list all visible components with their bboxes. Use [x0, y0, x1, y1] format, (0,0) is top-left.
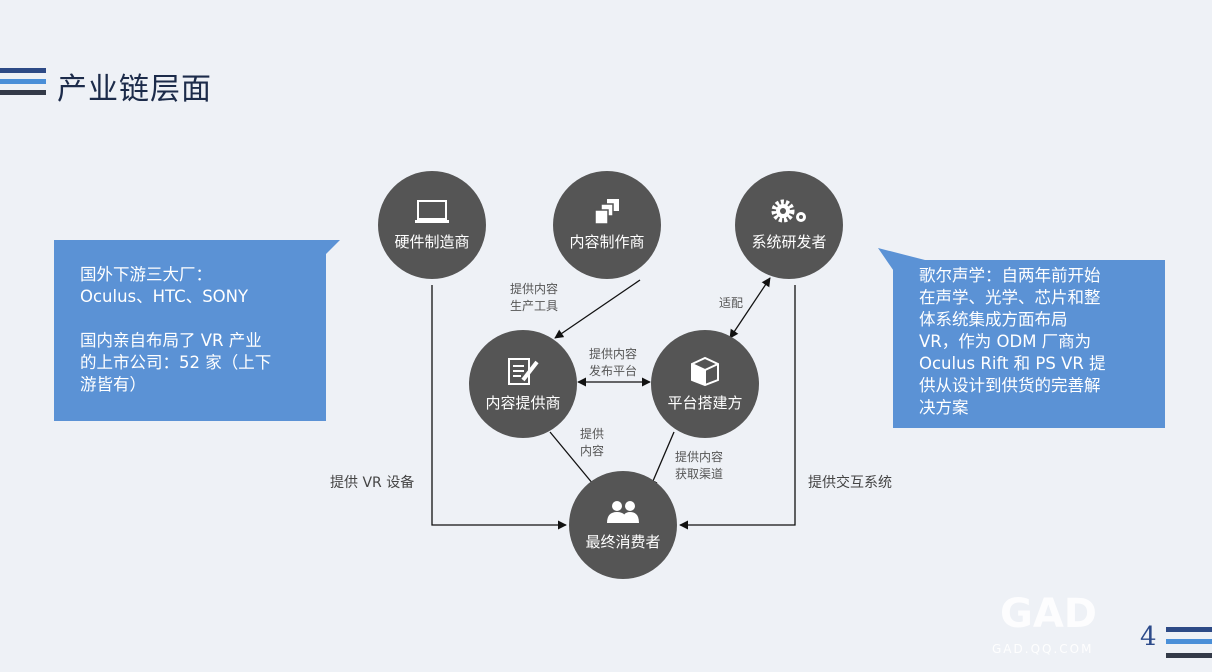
- footer-bars-icon: [1166, 625, 1212, 665]
- label-line: 提供内容: [675, 450, 724, 464]
- box-line: 在声学、光学、芯片和整: [919, 288, 1101, 307]
- node-label: 内容提供商: [485, 393, 561, 412]
- label-line: 获取渠道: [675, 467, 724, 481]
- watermark-logo: GAD: [1000, 591, 1097, 637]
- users-icon: [607, 500, 639, 523]
- node-label: 平台搭建方: [667, 393, 743, 412]
- box-line: 国外下游三大厂：: [80, 265, 212, 284]
- page-title: 产业链层面: [57, 72, 212, 107]
- watermark-url: GAD.QQ.COM: [992, 642, 1094, 656]
- edge-label-adapt: 适配: [719, 296, 744, 310]
- edge-label-vr-device: 提供 VR 设备: [330, 475, 415, 491]
- edge-label-provide: 提供内容: [580, 426, 604, 460]
- label-line: 提供内容: [589, 347, 638, 361]
- title-bars-icon: [0, 66, 46, 96]
- label-line: 生产工具: [510, 299, 559, 313]
- edge-label-channel: 提供内容获取渠道: [675, 449, 723, 483]
- node-label: 最终消费者: [585, 532, 661, 551]
- edge-label-publish: 提供内容发布平台: [589, 346, 637, 380]
- edge-provide: [549, 431, 599, 491]
- box-line: 歌尔声学：自两年前开始: [919, 266, 1101, 285]
- box-line: 国内亲自布局了 VR 产业: [80, 331, 262, 350]
- box-line: 决方案: [919, 398, 969, 417]
- edge-label-interaction: 提供交互系统: [808, 475, 892, 491]
- page-number: 4: [1140, 622, 1157, 652]
- box-line: Oculus、HTC、SONY: [80, 287, 249, 306]
- label-line: 提供: [580, 427, 605, 441]
- edge-tools: [554, 279, 641, 339]
- box-icon: [691, 356, 719, 386]
- notepad-pencil-icon: [508, 357, 539, 385]
- node-label: 硬件制造商: [394, 232, 470, 251]
- label-line: 提供内容: [510, 282, 559, 296]
- edge-channel: [649, 431, 675, 489]
- edge-label-tools: 提供内容生产工具: [510, 281, 558, 315]
- edge-adapt: [729, 277, 771, 339]
- edge-vr-device: [431, 285, 567, 530]
- node-content-provider: 内容提供商: [469, 330, 577, 438]
- label-line: 内容: [580, 444, 605, 458]
- node-label: 内容制作商: [569, 232, 645, 251]
- node-platform: 平台搭建方: [651, 330, 759, 438]
- box-line: Oculus Rift 和 PS VR 提: [919, 354, 1106, 373]
- edge-interaction: [679, 285, 796, 530]
- box-line: 体系统集成方面布局: [919, 310, 1068, 329]
- node-hardware: 硬件制造商: [378, 171, 486, 279]
- box-line: VR，作为 ODM 厂商为: [919, 332, 1092, 351]
- node-label: 系统研发者: [751, 232, 827, 251]
- right-info-box: 歌尔声学：自两年前开始 在声学、光学、芯片和整 体系统集成方面布局 VR，作为 …: [893, 260, 1165, 428]
- left-info-box: 国外下游三大厂： Oculus、HTC、SONY 国内亲自布局了 VR 产业 的…: [54, 240, 326, 421]
- box-line: 供从设计到供货的完善解: [919, 376, 1101, 395]
- stacked-pages-icon: [594, 198, 619, 225]
- laptop-icon: [415, 199, 449, 223]
- gears-icon: [771, 199, 806, 222]
- node-consumer: 最终消费者: [569, 471, 677, 579]
- box-line: 游皆有）: [80, 375, 146, 394]
- box-spacer: [80, 308, 300, 330]
- node-content-maker: 内容制作商: [553, 171, 661, 279]
- box-line: 的上市公司：52 家（上下: [80, 353, 272, 372]
- node-system-dev: 系统研发者: [735, 171, 843, 279]
- label-line: 发布平台: [589, 364, 638, 378]
